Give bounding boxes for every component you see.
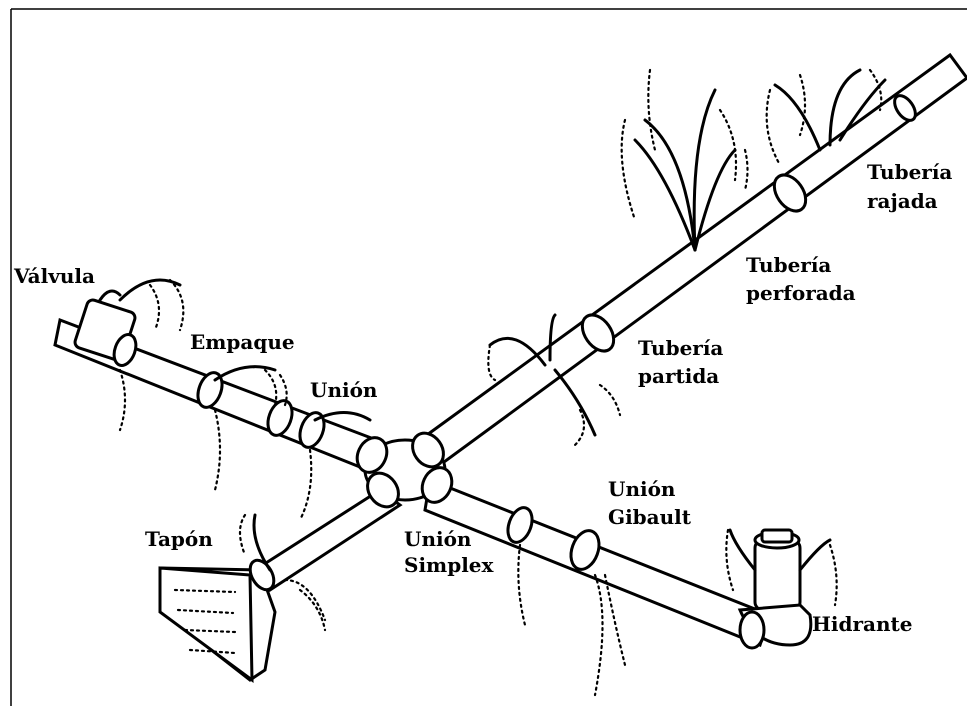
main-pipe-upper	[420, 55, 967, 465]
label-valvula: Válvula	[14, 264, 95, 288]
label-tuberia-rajada-line1: Tubería	[867, 160, 952, 184]
label-union-simplex-line1: Unión	[404, 527, 471, 551]
label-tuberia-perforada-line2: perforada	[746, 281, 856, 305]
label-tuberia-partida-line1: Tubería	[638, 336, 723, 360]
label-tuberia-partida-line2: partida	[638, 364, 719, 388]
cap-block	[160, 556, 279, 680]
label-union-simplex-line2: Simplex	[404, 553, 493, 577]
label-tuberia-rajada-line2: rajada	[867, 189, 938, 213]
label-hidrante: Hidrante	[812, 612, 912, 636]
label-tuberia-perforada-line1: Tubería	[746, 253, 831, 277]
label-tapon: Tapón	[145, 527, 213, 551]
label-union-gibault-line1: Unión	[608, 477, 675, 501]
label-empaque: Empaque	[190, 330, 295, 354]
hydrant	[740, 530, 811, 648]
label-union: Unión	[310, 378, 377, 402]
label-union-gibault-line2: Gibault	[608, 505, 691, 529]
